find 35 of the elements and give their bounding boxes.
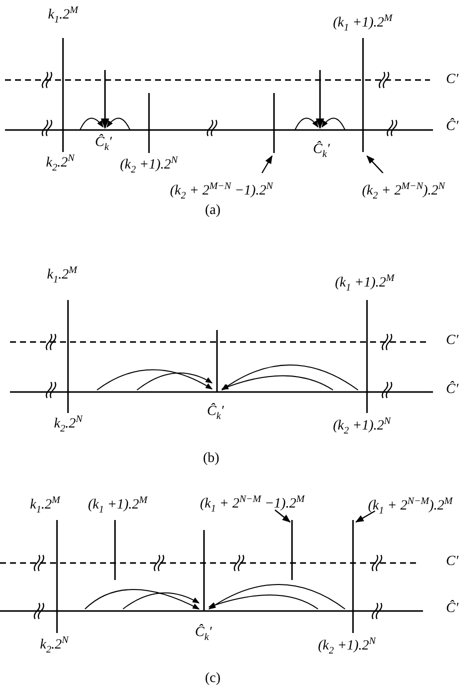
coordinate-label: (k$_{1}$ +1).2$^{M}$ xyxy=(335,272,394,296)
coordinate-label: (k$_{1}$ + 2$^{N−M}$).2$^{M}$ xyxy=(368,493,453,520)
coordinate-label: k$_{2}$.2$^{N}$ xyxy=(40,634,68,658)
tick-mark xyxy=(291,520,293,580)
coordinate-label: (k$_{2}$ +1).2$^{N}$ xyxy=(318,635,376,658)
line-label: C′ xyxy=(446,332,458,350)
point-label: Ĉ$_{k}$′ xyxy=(313,141,330,162)
coordinate-label: (k$_{2}$ +1).2$^{N}$ xyxy=(333,415,391,438)
point-label: Ĉ$_{k}$′ xyxy=(207,403,224,424)
coordinate-label: k$_{1}$.2$^{M}$ xyxy=(47,264,78,288)
coordinate-label: k$_{2}$.2$^{N}$ xyxy=(54,413,82,436)
coordinate-label: k$_{1}$.2$^{M}$ xyxy=(30,494,60,518)
tick-mark xyxy=(362,38,364,152)
line-label: Ĉ′ xyxy=(446,118,458,136)
coordinate-label: k$_{1}$.2$^{M}$ xyxy=(48,4,78,28)
coordinate-label: (k$_{1}$ + 2$^{N−M}$ −1).2$^{M}$ xyxy=(200,491,305,518)
leader-line xyxy=(261,155,273,174)
tick-mark xyxy=(352,520,354,633)
line-label: Ĉ′ xyxy=(446,600,458,618)
tick-mark xyxy=(273,93,275,153)
coordinate-label: (k$_{2}$ + 2$^{M−N}$).2$^{N}$ xyxy=(362,178,445,206)
point-label: Ĉ$_{k}$′ xyxy=(95,134,112,155)
point-label: Ĉ$_{k}$′ xyxy=(195,624,212,645)
line-label: Ĉ′ xyxy=(446,381,458,399)
leader-line xyxy=(274,510,291,523)
leader-line xyxy=(366,155,384,174)
coordinate-label: k$_{2}$.2$^{N}$ xyxy=(46,152,74,176)
coordinate-label: (k$_{2}$ +1).2$^{N}$ xyxy=(120,154,178,178)
line-label: C′ xyxy=(446,71,458,89)
line-label: C′ xyxy=(446,553,458,571)
leader-line xyxy=(355,510,376,523)
panel-label: (c) xyxy=(205,670,221,688)
coordinate-label: (k$_{1}$ +1).2$^{M}$ xyxy=(333,12,392,36)
panel-label: (b) xyxy=(203,450,220,468)
coordinate-label: (k$_{1}$ +1).2$^{M}$ xyxy=(88,494,148,518)
